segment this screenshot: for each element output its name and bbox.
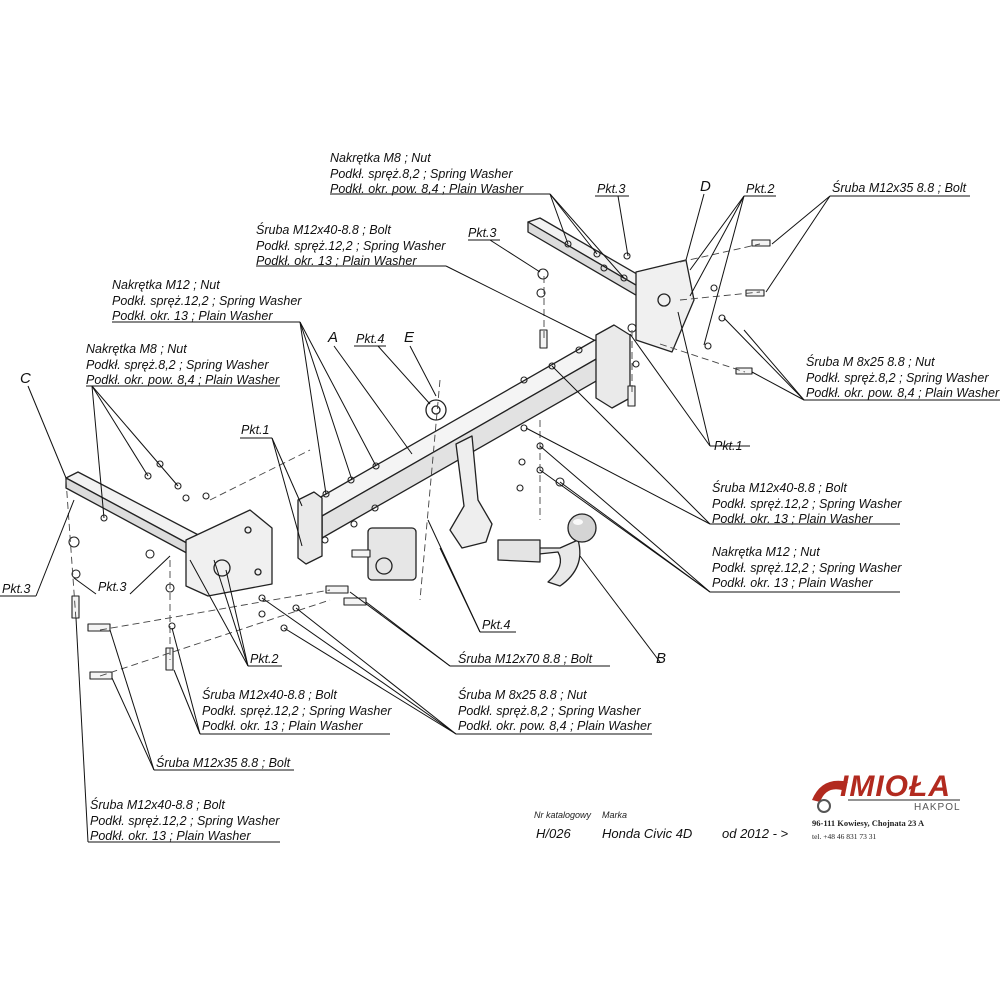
catalog-number-caption: Nr katalogowy (534, 810, 592, 820)
callout-line: Śruba M12x35 8.8 ; Bolt (832, 181, 967, 195)
cross-beam (304, 339, 613, 517)
pkt2-top-right-label: Pkt.2 (746, 182, 775, 196)
callout-bolt-m12x40-right: Śruba M12x40-8.8 ; Bolt Podkł. spręż.12,… (712, 481, 901, 528)
pkt3-left-label: Pkt.3 (2, 582, 31, 596)
safety-eye-e (425, 399, 447, 421)
callout-line: Podkł. okr. 13 ; Plain Washer (112, 309, 273, 323)
pkt4-bottom-label: Pkt.4 (482, 618, 511, 632)
center-mount-plate (449, 435, 493, 549)
part-d-label: D (700, 178, 711, 195)
pkt4-top-label: Pkt.4 (356, 332, 385, 346)
callout-bolt-m12x40-top: Śruba M12x40-8.8 ; Bolt Podkł. spręż.12,… (256, 223, 445, 270)
callout-line: Podkł. spręż.12,2 ; Spring Washer (712, 560, 902, 575)
callout-line: Podkł. okr. 13 ; Plain Washer (712, 576, 873, 590)
callout-line: Podkł. okr. 13 ; Plain Washer (90, 829, 251, 843)
tow-ball (567, 513, 597, 543)
callout-line: Podkł. spręż.12,2 ; Spring Washer (90, 813, 280, 828)
callout-nut-m8-top: Nakrętka M8 ; Nut Podkł. spręż.8,2 ; Spr… (330, 151, 523, 198)
pkt1-left-label: Pkt.1 (241, 423, 270, 437)
callout-line: Śruba M 8x25 8.8 ; Nut (806, 355, 935, 369)
callout-line: Nakrętka M12 ; Nut (712, 545, 820, 559)
callout-bolt-m12x40-lowest: Śruba M12x40-8.8 ; Bolt Podkł. spręż.12,… (90, 798, 279, 845)
pkt3-top-right-label: Pkt.3 (597, 182, 626, 196)
callout-line: Nakrętka M12 ; Nut (112, 278, 220, 292)
callout-line: Podkł. okr. pow. 8,4 ; Plain Washer (86, 373, 280, 387)
callout-line: Podkł. okr. pow. 8,4 ; Plain Washer (330, 182, 524, 196)
callout-line: Śruba M12x40-8.8 ; Bolt (202, 688, 337, 702)
pkt1-right-label: Pkt.1 (714, 439, 743, 453)
beam-right-end-plate (595, 324, 631, 409)
assembly-dashed-lines (65, 243, 761, 677)
part-e-label: E (404, 329, 415, 346)
catalog-number: H/026 (536, 826, 571, 841)
manufacturer-address: 96-111 Kowiesy, Chojnata 23 A (812, 818, 925, 828)
callout-line: Podkł. okr. 13 ; Plain Washer (256, 254, 417, 268)
callout-line: Śruba M12x40-8.8 ; Bolt (256, 223, 391, 237)
callout-line: Podkł. spręż.12,2 ; Spring Washer (712, 496, 902, 511)
part-b-label: B (656, 650, 667, 667)
callout-bolt-m8x25-bottom: Śruba M 8x25 8.8 ; Nut Podkł. spręż.8,2 … (458, 688, 651, 735)
beam-left-end-plate (297, 491, 323, 565)
production-years: od 2012 - > (722, 826, 789, 841)
callout-line: Podkł. okr. 13 ; Plain Washer (712, 512, 873, 526)
callout-bolt-m12x35-right: Śruba M12x35 8.8 ; Bolt (832, 181, 966, 197)
callout-line: Śruba M12x70 8.8 ; Bolt (458, 652, 593, 666)
callout-line: Śruba M 8x25 8.8 ; Nut (458, 688, 587, 702)
part-c-label: C (20, 370, 31, 387)
callout-line: Podkł. okr. pow. 8,4 ; Plain Washer (458, 719, 652, 733)
callout-line: Podkł. spręż.8,2 ; Spring Washer (458, 703, 641, 718)
callout-bolt-m12x35-bottom: Śruba M12x35 8.8 ; Bolt (156, 756, 290, 772)
socket-plate (367, 527, 417, 581)
part-a-label: A (328, 329, 339, 346)
vehicle-model: Honda Civic 4D (602, 826, 693, 841)
callout-line: Podkł. okr. pow. 8,4 ; Plain Washer (806, 386, 1000, 400)
callout-line: Podkł. spręż.12,2 ; Spring Washer (112, 293, 302, 308)
pkt3-mid-label: Pkt.3 (468, 226, 497, 240)
left-bracket-c (65, 471, 209, 549)
callout-nut-m8-left: Nakrętka M8 ; Nut Podkł. spręż.8,2 ; Spr… (86, 342, 279, 389)
manufacturer-logo-mark (812, 780, 960, 813)
callout-line: Podkł. spręż.12,2 ; Spring Washer (256, 238, 446, 253)
callout-line: Podkł. spręż.12,2 ; Spring Washer (202, 703, 392, 718)
callout-nut-m12-top: Nakrętka M12 ; Nut Podkł. spręż.12,2 ; S… (112, 278, 301, 325)
callout-line: Śruba M12x35 8.8 ; Bolt (156, 756, 291, 770)
pkt3-left-lower-label: Pkt.3 (98, 580, 127, 594)
pkt2-bottom-label: Pkt.2 (250, 652, 279, 666)
callout-line: Nakrętka M8 ; Nut (330, 151, 431, 165)
manufacturer-subname: HAKPOL (914, 802, 961, 813)
leader-lines (0, 193, 1000, 843)
brand-caption: Marka (602, 810, 628, 820)
callout-bolt-m12x70: Śruba M12x70 8.8 ; Bolt (458, 652, 592, 668)
manufacturer-name: IMIOŁA (840, 770, 951, 803)
callout-line: Śruba M12x40-8.8 ; Bolt (90, 798, 225, 812)
callout-line: Podkł. spręż.8,2 ; Spring Washer (86, 357, 269, 372)
callout-line: Podkł. okr. 13 ; Plain Washer (202, 719, 363, 733)
callout-line: Śruba M12x40-8.8 ; Bolt (712, 481, 847, 495)
manufacturer-phone: tel. +48 46 831 73 31 (812, 832, 877, 841)
callout-line: Nakrętka M8 ; Nut (86, 342, 187, 356)
callout-nut-m12-right: Nakrętka M12 ; Nut Podkł. spręż.12,2 ; S… (712, 545, 901, 592)
callout-bolt-m8x25-right: Śruba M 8x25 8.8 ; Nut Podkł. spręż.8,2 … (806, 355, 999, 402)
callout-bolt-m12x40-bottom: Śruba M12x40-8.8 ; Bolt Podkł. spręż.12,… (202, 688, 391, 735)
callout-line: Podkł. spręż.8,2 ; Spring Washer (806, 370, 989, 385)
callout-line: Podkł. spręż.8,2 ; Spring Washer (330, 166, 513, 181)
